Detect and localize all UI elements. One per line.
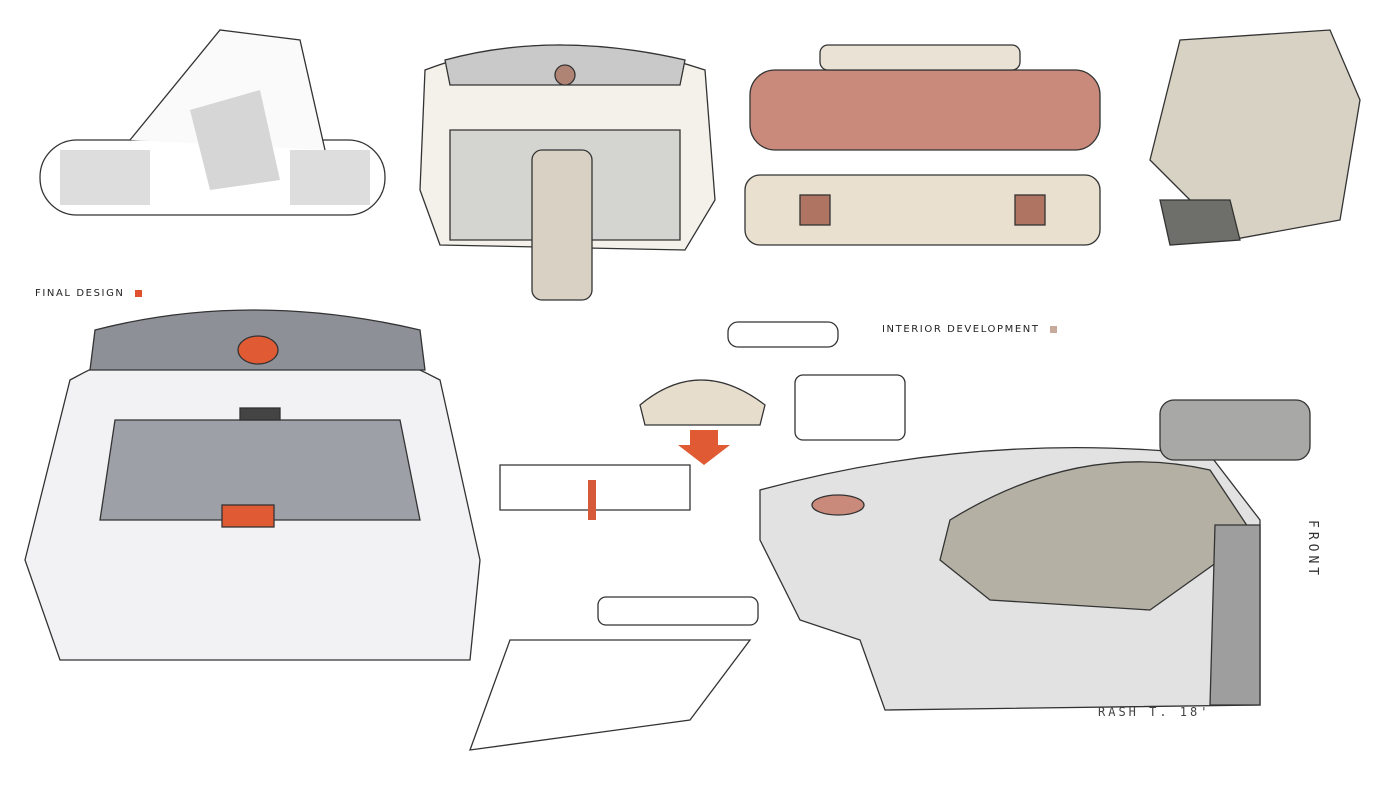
final-design-sketch (24, 309, 481, 661)
interior-development-text: INTERIOR DEVELOPMENT (882, 324, 1040, 335)
front-annotation: FRONT (1305, 520, 1320, 580)
perspective-interior-sketch (1149, 29, 1361, 246)
main-interior-sketch (759, 399, 1311, 711)
interior-development-sketches (469, 321, 906, 751)
front-view-sketch (419, 44, 716, 301)
final-design-text: FINAL DESIGN (35, 288, 125, 299)
interior-development-label: INTERIOR DEVELOPMENT (882, 324, 1057, 335)
dashboard-sketch (744, 44, 1101, 246)
final-design-label: FINAL DESIGN (35, 288, 142, 299)
artist-signature: RASH T. 18' (1098, 705, 1211, 719)
side-view-sketch (39, 29, 386, 216)
interior-development-marker-icon (1049, 326, 1057, 333)
final-design-marker-icon (134, 290, 142, 297)
